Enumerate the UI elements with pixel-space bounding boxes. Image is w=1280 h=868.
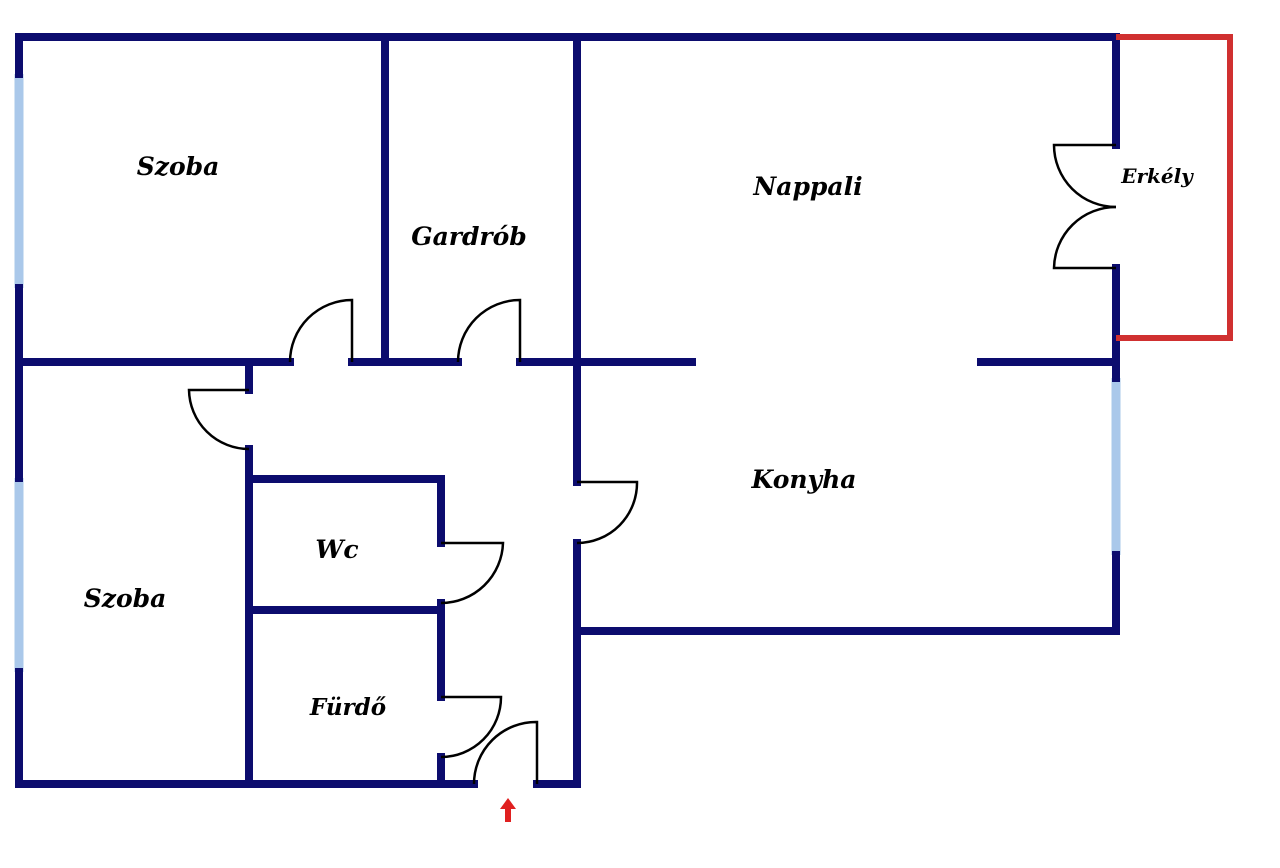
- room-label-szoba-bottom: Szoba: [84, 584, 167, 613]
- door-szoba-top: [288, 298, 354, 363]
- room-label-erkely: Erkély: [1120, 164, 1194, 188]
- door-konyha: [576, 480, 639, 545]
- door-erkely-bottom: [1052, 205, 1117, 270]
- windows: [14, 74, 1121, 672]
- room-label-nappali: Nappali: [752, 172, 862, 201]
- door-erkely-top: [1052, 143, 1117, 209]
- room-label-konyha: Konyha: [751, 465, 857, 494]
- room-label-wc: Wc: [315, 535, 358, 564]
- door-gardrob: [456, 298, 522, 363]
- door-wc: [440, 541, 505, 605]
- balcony-outline: [1116, 34, 1233, 341]
- room-label-szoba-top: Szoba: [137, 152, 220, 181]
- room-label-gardrob: Gardrób: [411, 222, 527, 251]
- entrance-arrow-icon: [500, 798, 516, 822]
- doors: [187, 143, 1117, 785]
- walls: [15, 33, 1120, 788]
- door-furdo: [440, 695, 503, 759]
- door-entrance: [472, 720, 539, 785]
- door-szoba-bottom: [187, 388, 250, 451]
- room-label-furdo: Fürdő: [309, 694, 386, 721]
